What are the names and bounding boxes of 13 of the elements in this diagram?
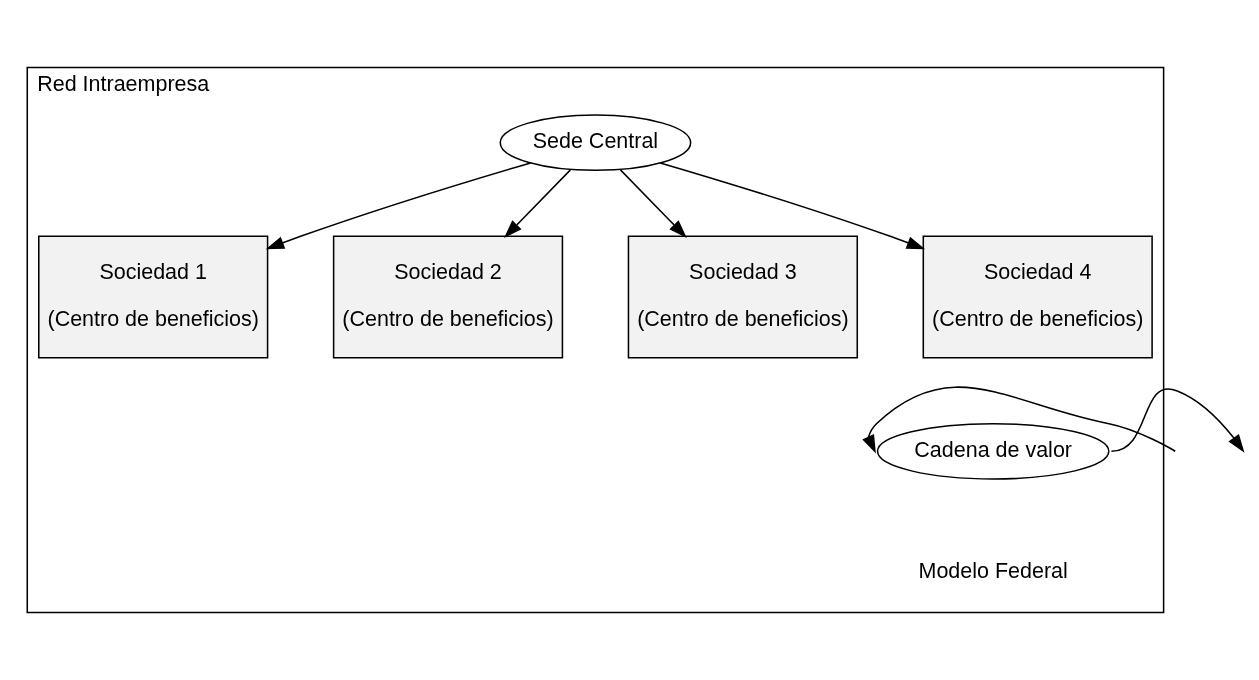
node-ellipse: Cadena de valor <box>876 422 1110 480</box>
node-box: Sociedad 4 (Centro de beneficios) <box>922 235 1153 359</box>
arrow <box>504 169 572 238</box>
arrow <box>265 162 532 250</box>
arrow <box>659 162 926 250</box>
arrow <box>1110 388 1245 453</box>
node-box: Sociedad 3 (Centro de beneficios) <box>627 235 859 359</box>
arrow <box>862 386 1176 454</box>
arrow <box>619 169 687 238</box>
node-ellipse: Sede Central <box>499 114 692 172</box>
node-box: Sociedad 2 (Centro de beneficios) <box>332 235 564 359</box>
node-box: Sociedad 1 (Centro de beneficios) <box>38 235 269 359</box>
label: Modelo Federal <box>918 559 1068 584</box>
